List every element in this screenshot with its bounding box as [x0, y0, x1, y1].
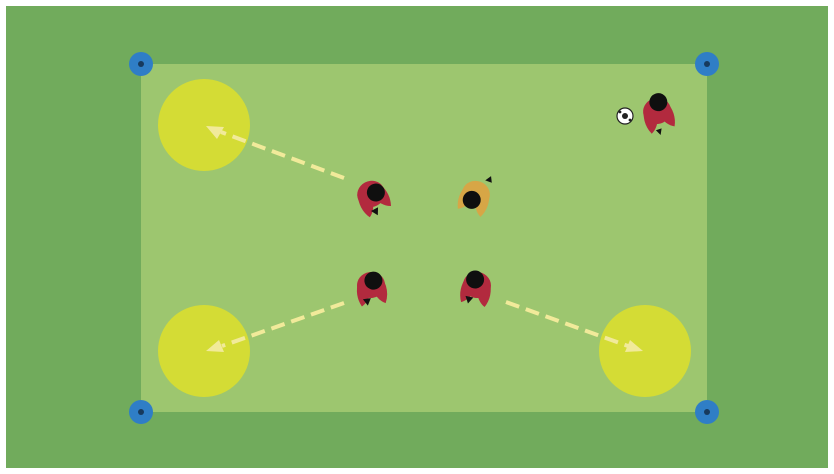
cone-top-right — [695, 52, 719, 76]
target-zone-bottom-left — [158, 305, 250, 397]
ball — [617, 108, 633, 124]
cone-top-left — [129, 52, 153, 76]
target-zone-top-left — [158, 79, 250, 171]
cone-bottom-left — [129, 400, 153, 424]
target-zone-bottom-right — [599, 305, 691, 397]
cone-bottom-right — [695, 400, 719, 424]
